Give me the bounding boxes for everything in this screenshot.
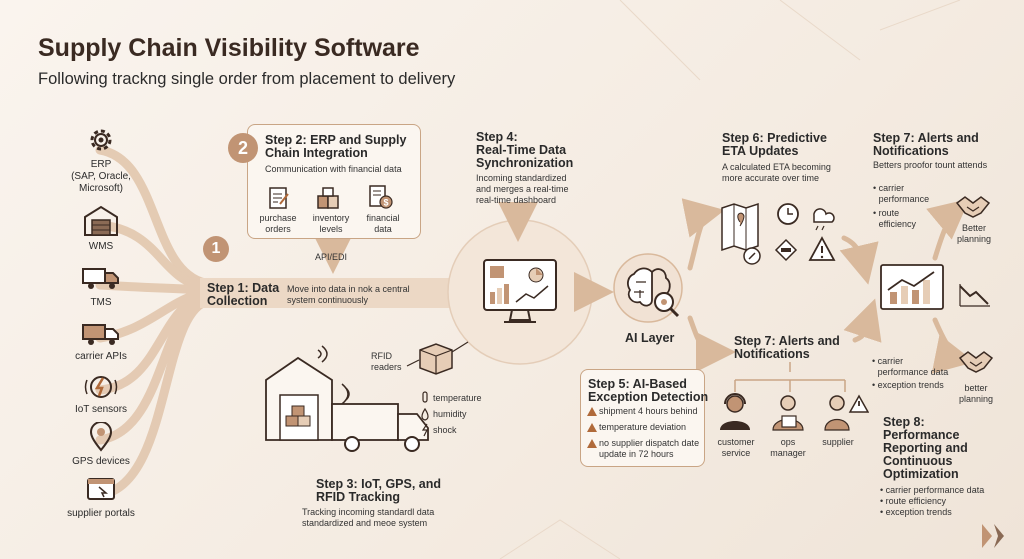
page-title: Supply Chain Visibility Software (38, 34, 420, 62)
ai-layer-label: AI Layer (625, 331, 675, 345)
step3-description: Tracking incoming standardl data standar… (302, 507, 435, 528)
dashboard-monitor-icon (483, 259, 557, 323)
ops-manager-icon (772, 395, 804, 431)
step2-title: Step 2: ERP and Supply Chain Integration (265, 133, 407, 160)
recipient-ops-manager: ops manager (770, 437, 806, 458)
location-pin-icon (89, 422, 113, 452)
recipient-customer-service: customer service (717, 437, 755, 458)
step8-outcome: better planning (958, 383, 994, 404)
sensor-icon (84, 376, 118, 398)
supplier-icon (824, 394, 869, 431)
portal-icon (87, 478, 115, 500)
step1-number: 1 (203, 236, 229, 262)
purchase-order-icon (269, 187, 289, 209)
step4-description: Incoming standardized and merges a real-… (476, 173, 569, 205)
step3-title: Step 3: IoT, GPS, and RFID Tracking (316, 477, 442, 504)
source-label: carrier APIs (75, 351, 127, 362)
ai-brain-icon (613, 253, 683, 323)
warehouse-icon (84, 205, 118, 236)
step2-number: 2 (228, 133, 258, 163)
step8-bullet-top: • carrier performance data (872, 356, 949, 377)
financial-data-icon: $ (369, 185, 393, 209)
gps-flow-line (95, 294, 210, 445)
eta-icons (721, 202, 836, 265)
alert-text: no supplier dispatch date update in 72 h… (599, 438, 700, 459)
delivery-truck-icon (82, 324, 119, 345)
bullet-text: carrier performance data (885, 485, 985, 495)
source-label: WMS (88, 241, 114, 252)
to-alerts-arrow (687, 315, 736, 372)
sensor-humidity: humidity (433, 409, 467, 419)
step7a-description: Betters proofor tount attends (873, 160, 988, 170)
handshake-icon (958, 351, 994, 373)
step7a-title: Step 7: Alerts and Notifications (873, 131, 979, 158)
eta-to-report-arrow (839, 235, 879, 285)
step8-bullet: • carrier performance data (880, 485, 985, 495)
source-label: supplier portals (67, 508, 135, 519)
to-better-planning-arrow (926, 198, 970, 261)
recipient-supplier: supplier (822, 437, 854, 447)
warning-icon (587, 439, 597, 448)
trend-down-icon (959, 284, 990, 307)
warning-icon (587, 423, 597, 432)
main-flow-band (200, 278, 490, 308)
sensor-shock: shock (433, 425, 457, 435)
step4-title: Step 4: Real-Time Data Synchronization (476, 130, 574, 170)
truck-icon (82, 268, 119, 289)
step2-description: Communication with financial data (265, 164, 402, 174)
source-label: ERP (SAP, Oracle, Microsoft) (71, 159, 131, 194)
logo-icon (982, 524, 1004, 548)
step2-item-financial-data: financial data (366, 213, 400, 234)
customer-service-icon (720, 393, 750, 430)
tracking-illustration (265, 341, 469, 452)
inventory-icon (317, 187, 339, 209)
alerts-to-report-arrow (843, 298, 882, 343)
bullet-text: route efficiency (878, 208, 917, 229)
step8-bullet-top: • exception trends (872, 380, 944, 390)
svg-text:$: $ (383, 198, 388, 208)
rfid-readers-label: RFID readers (371, 351, 402, 372)
gear-icon (90, 129, 112, 151)
step7a-bullet: • route efficiency (873, 208, 917, 229)
source-label: IoT sensors (74, 404, 128, 415)
source-label: TMS (90, 297, 112, 308)
step5-panel (580, 369, 705, 467)
bullet-text: route efficiency (885, 496, 947, 506)
step2-panel (247, 124, 421, 239)
wms-flow-line (95, 220, 210, 292)
to-eta-arrow (681, 198, 725, 271)
bullet-text: exception trends (877, 380, 944, 390)
api-edi-label: API/EDI (315, 252, 348, 262)
step6-description: A calculated ETA becoming more accurate … (722, 162, 831, 183)
handshake-icon (955, 196, 991, 218)
step1-title: Step 1: Data Collection (207, 281, 280, 308)
step8-bullet: • exception trends (880, 507, 952, 517)
source-label: GPS devices (72, 456, 130, 467)
step1-description: Move into data in nok a central system c… (287, 284, 410, 305)
step7a-bullet: • carrier performance (873, 183, 930, 204)
step8-bullet: • route efficiency (880, 496, 947, 506)
step2-item-purchase-orders: purchase orders (259, 213, 297, 234)
step7b-title: Step 7: Alerts and Notifications (734, 334, 840, 361)
portal-flow-line (95, 297, 210, 500)
alert-text: temperature deviation (599, 422, 687, 432)
bullet-text: carrier performance (878, 183, 930, 204)
page-subtitle: Following trackng single order from plac… (38, 70, 456, 88)
step6-title: Step 6: Predictive ETA Updates (722, 131, 827, 158)
sensor-temperature: temperature (433, 393, 482, 403)
step7a-outcome: Better planning (956, 223, 992, 244)
step2-item-inventory-levels: inventory levels (312, 213, 350, 234)
step8-title: Step 8: Performance Reporting and Contin… (883, 415, 968, 481)
alert-text: shipment 4 hours behind (599, 406, 698, 416)
step5-title: Step 5: AI-Based Exception Detection (588, 377, 709, 404)
erp-flow-line (95, 145, 210, 288)
bullet-text: exception trends (885, 507, 952, 517)
bullet-text: carrier performance data (877, 356, 949, 377)
warning-icon (587, 407, 597, 416)
report-chart-icon (880, 264, 944, 310)
